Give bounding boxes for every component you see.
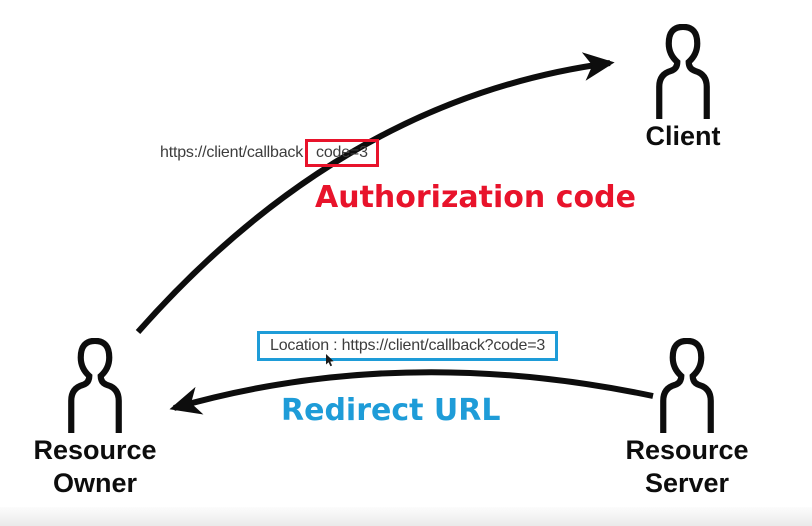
actor-client: Client	[618, 24, 748, 153]
redirect-url-label: Redirect URL	[281, 393, 501, 428]
authorization-code-label: Authorization code	[315, 180, 636, 215]
person-icon	[660, 338, 714, 433]
person-icon	[656, 24, 710, 119]
code-param-box: code=3	[305, 139, 379, 167]
arrow-authorization-code	[135, 52, 615, 334]
arrow-redirect	[169, 369, 654, 415]
actor-label-line1: Resource	[33, 435, 157, 465]
actor-label-line1: Resource	[625, 435, 749, 465]
actor-resource-owner: Resource Owner	[30, 338, 160, 500]
mouse-cursor-icon	[326, 354, 334, 367]
actor-resource-server: Resource Server	[622, 338, 752, 500]
callback-url-text: https://client/callback	[160, 144, 304, 161]
video-bottom-strip	[0, 507, 812, 526]
actor-label-line2: Owner	[52, 468, 138, 498]
location-header-box: Location : https://client/callback?code=…	[257, 331, 559, 361]
actor-label-line2: Server	[644, 468, 730, 498]
person-icon	[68, 338, 122, 433]
actor-label-client: Client	[645, 121, 721, 151]
actor-label-resource-server: Resource Server	[625, 434, 748, 500]
actor-label-resource-owner: Resource Owner	[33, 434, 156, 500]
